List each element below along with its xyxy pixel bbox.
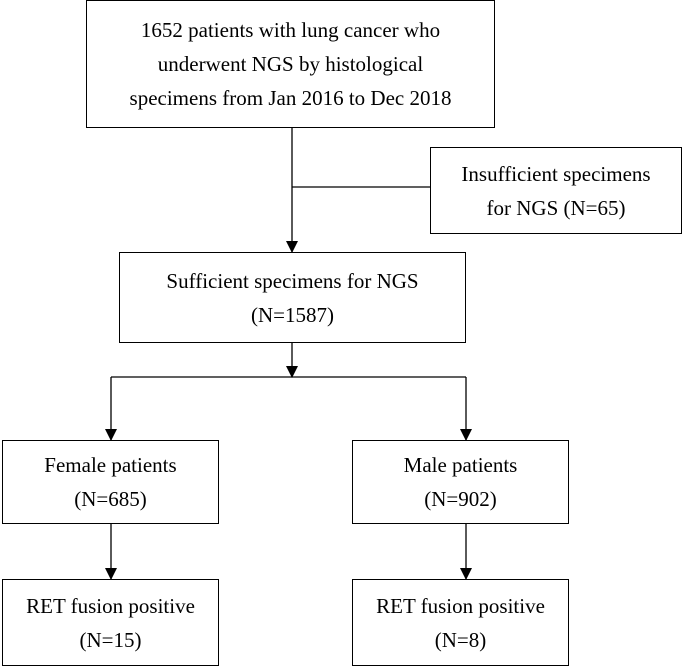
- male-ret-line-2: (N=8): [434, 627, 487, 652]
- male-ret-fusion-box: RET fusion positive (N=8): [352, 579, 569, 666]
- male-line-2: (N=902): [424, 487, 497, 511]
- female-ret-line-1: RET fusion positive: [26, 593, 195, 618]
- female-patients-box: Female patients (N=685): [2, 440, 219, 524]
- female-line-2: (N=685): [74, 487, 147, 511]
- initial-cohort-line-1: 1652 patients with lung cancer who: [140, 18, 441, 42]
- male-patients-box: Male patients (N=902): [352, 440, 569, 524]
- exclusion-line-2: for NGS (N=65): [486, 195, 626, 220]
- initial-cohort-line-3: specimens from Jan 2016 to Dec 2018: [129, 86, 452, 110]
- sufficient-line-1: Sufficient specimens for NGS: [166, 268, 419, 293]
- initial-cohort-box: 1652 patients with lung cancer who under…: [86, 0, 495, 128]
- female-line-1: Female patients: [44, 453, 177, 477]
- male-line-1: Male patients: [403, 453, 518, 477]
- male-ret-line-1: RET fusion positive: [376, 593, 545, 618]
- sufficient-line-2: (N=1587): [251, 302, 334, 327]
- sufficient-specimens-box: Sufficient specimens for NGS (N=1587): [119, 252, 466, 343]
- exclusion-box: Insufficient specimens for NGS (N=65): [430, 147, 682, 234]
- initial-cohort-line-2: underwent NGS by histological: [157, 52, 424, 76]
- female-ret-line-2: (N=15): [79, 627, 142, 652]
- exclusion-line-1: Insufficient specimens: [461, 161, 651, 186]
- female-ret-fusion-box: RET fusion positive (N=15): [2, 579, 219, 666]
